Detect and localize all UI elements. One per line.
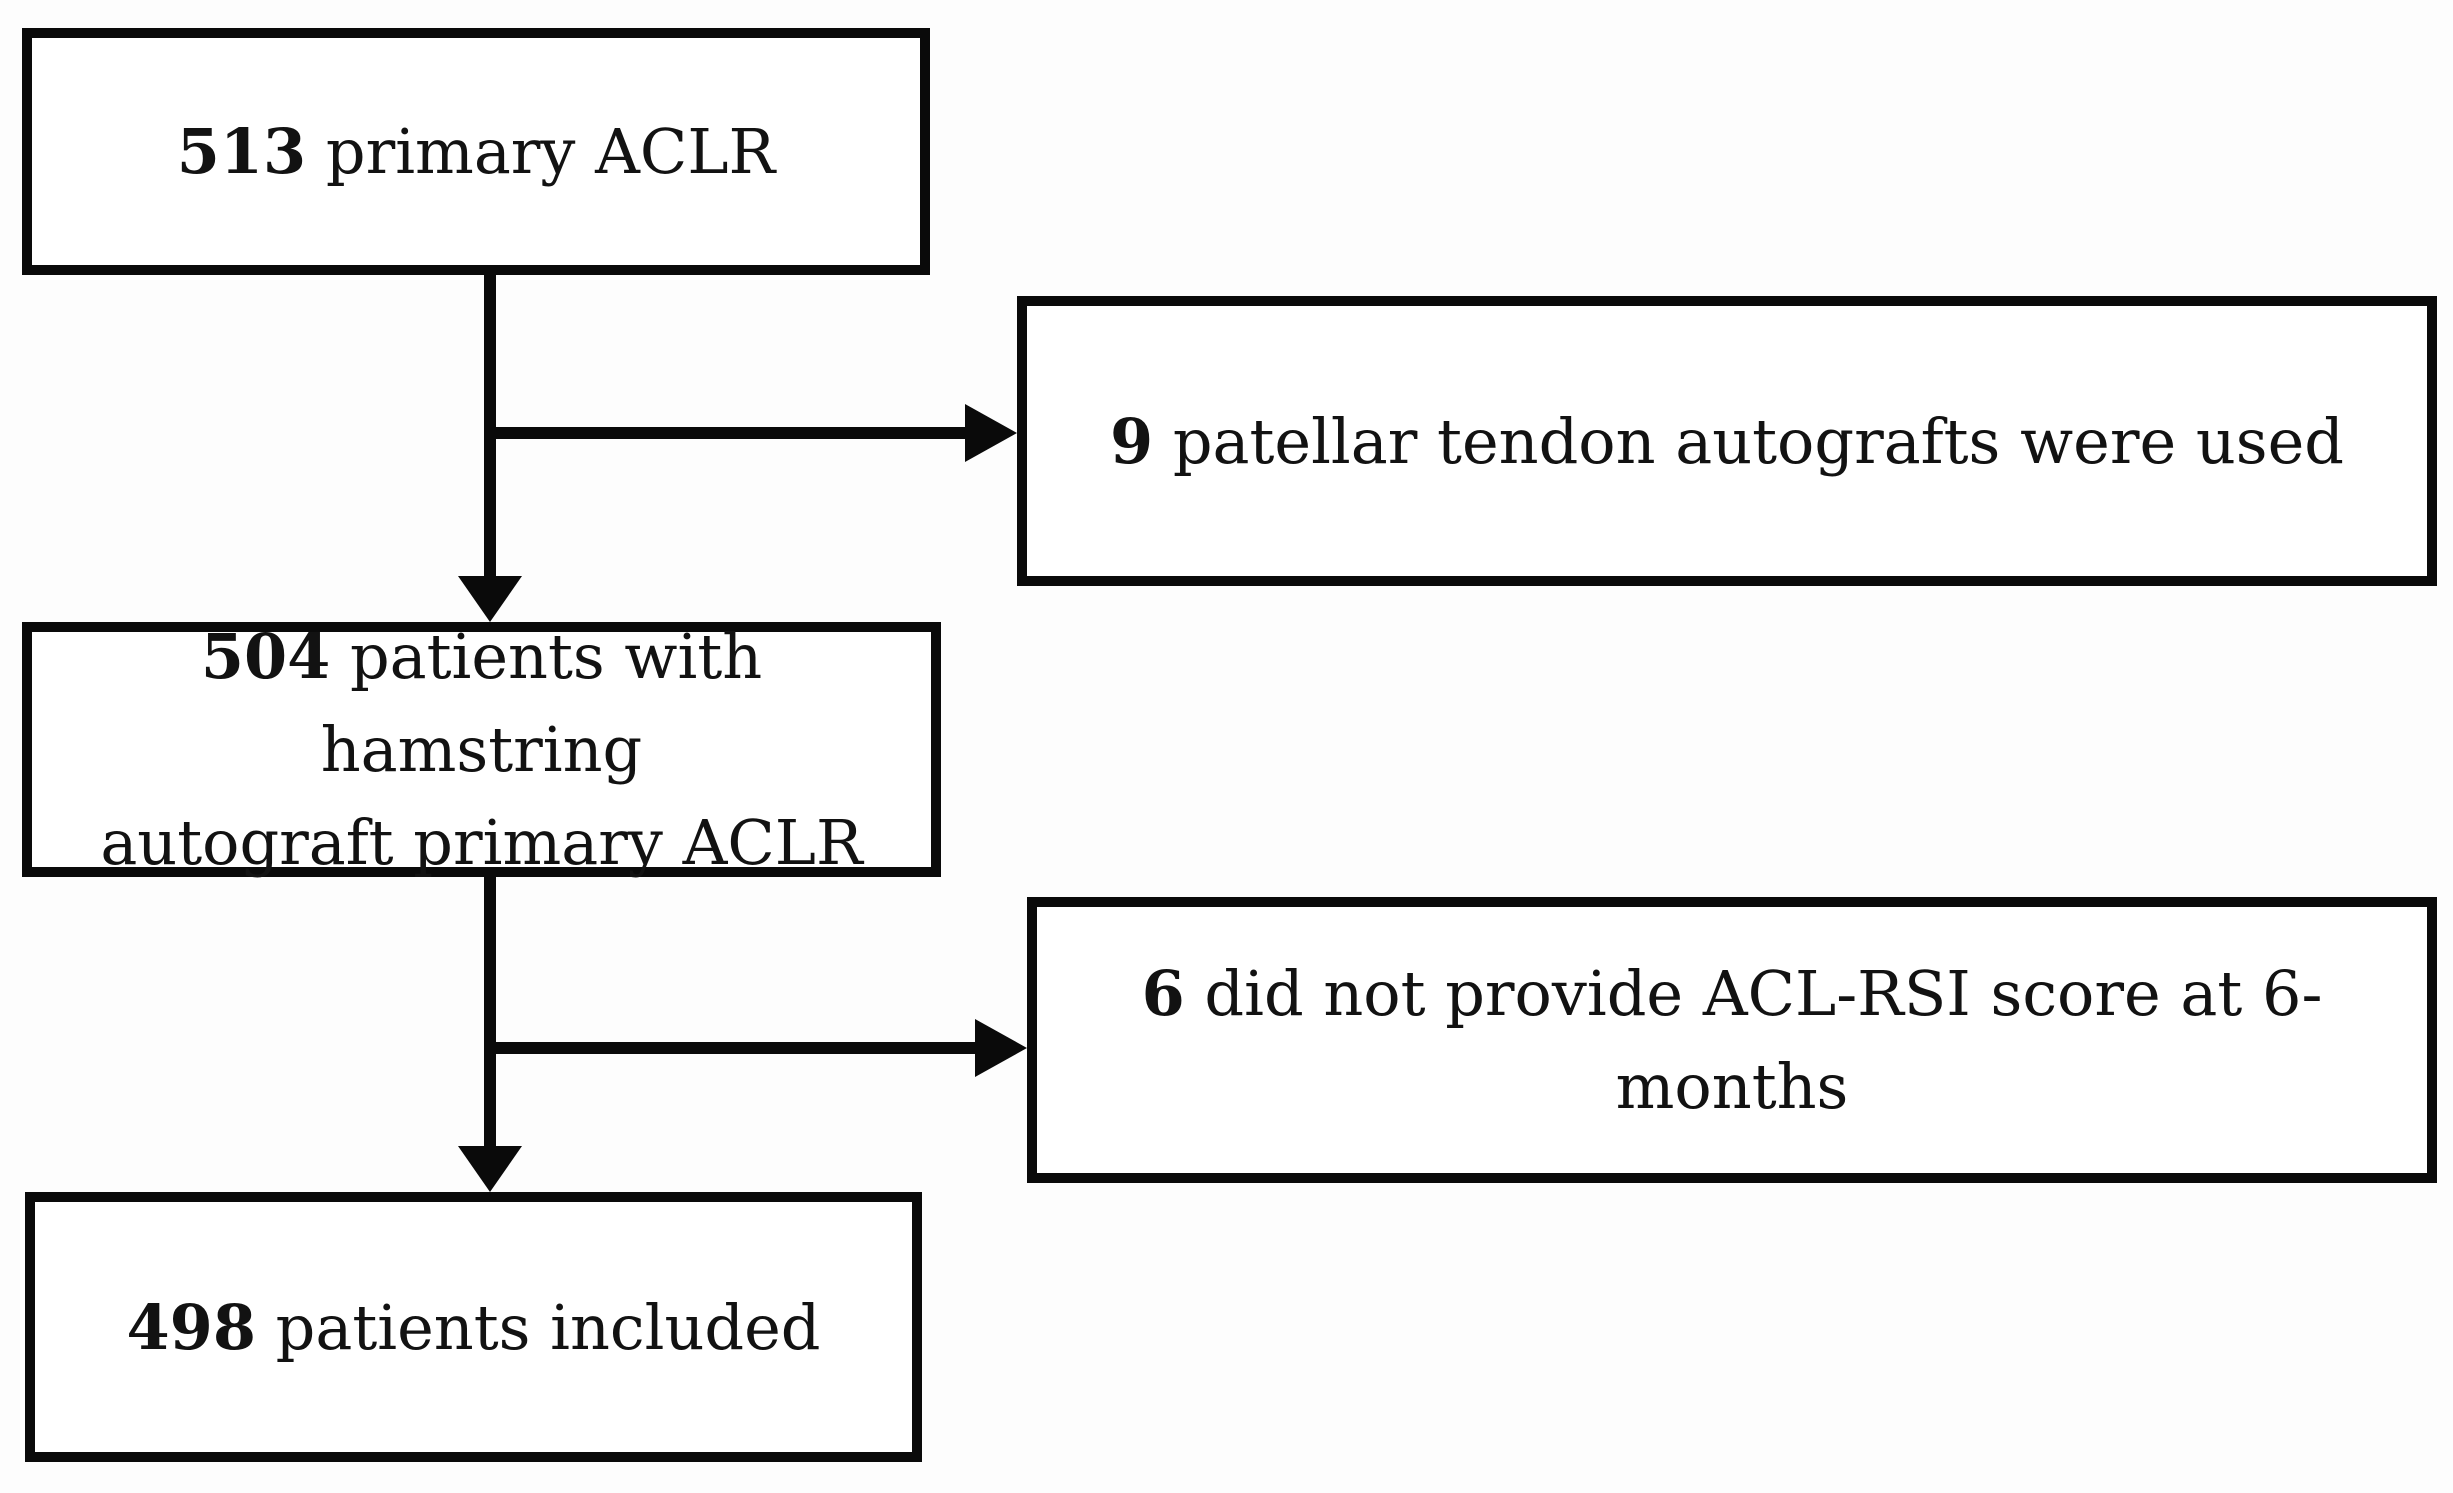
- count-value: 6: [1141, 957, 1185, 1030]
- flow-box-patients-included: 498 patients included: [25, 1192, 922, 1462]
- box-label: primary ACLR: [306, 115, 776, 188]
- arrowhead-down-icon: [458, 1146, 522, 1192]
- flow-box-no-aclrsi-excluded: 6 did not provide ACL-RSI score at 6-mon…: [1027, 897, 2437, 1183]
- box-label: did not provide ACL-RSI score at 6-month…: [1184, 957, 2323, 1123]
- count-value: 513: [176, 115, 307, 188]
- flow-box-patellar-excluded: 9 patellar tendon autografts were used: [1017, 296, 2437, 586]
- flow-box-hamstring-autograft: 504 patients with hamstring autograft pr…: [22, 620, 941, 879]
- count-value: 504: [200, 620, 331, 693]
- box-text: 6 did not provide ACL-RSI score at 6-mon…: [1067, 947, 2397, 1133]
- arrowhead-right-icon: [975, 1019, 1027, 1077]
- box-label: patients with hamstring autograft primar…: [100, 620, 863, 879]
- arrowhead-right-icon: [965, 404, 1017, 462]
- box-text: 504 patients with hamstring autograft pr…: [62, 610, 901, 889]
- count-value: 9: [1109, 404, 1154, 478]
- arrowhead-down-icon: [458, 576, 522, 622]
- connector-line-right-2: [490, 1042, 983, 1054]
- box-text: 498 patients included: [127, 1281, 821, 1374]
- box-label: patients included: [255, 1290, 821, 1364]
- count-value: 498: [126, 1290, 256, 1364]
- box-label: patellar tendon autografts were used: [1153, 404, 2344, 478]
- connector-line-right-1: [490, 427, 973, 439]
- flow-box-primary-aclr: 513 primary ACLR: [22, 28, 930, 275]
- box-text: 9 patellar tendon autografts were used: [1110, 395, 2344, 488]
- box-text: 513 primary ACLR: [177, 105, 775, 198]
- connector-line-down-2: [484, 874, 496, 1156]
